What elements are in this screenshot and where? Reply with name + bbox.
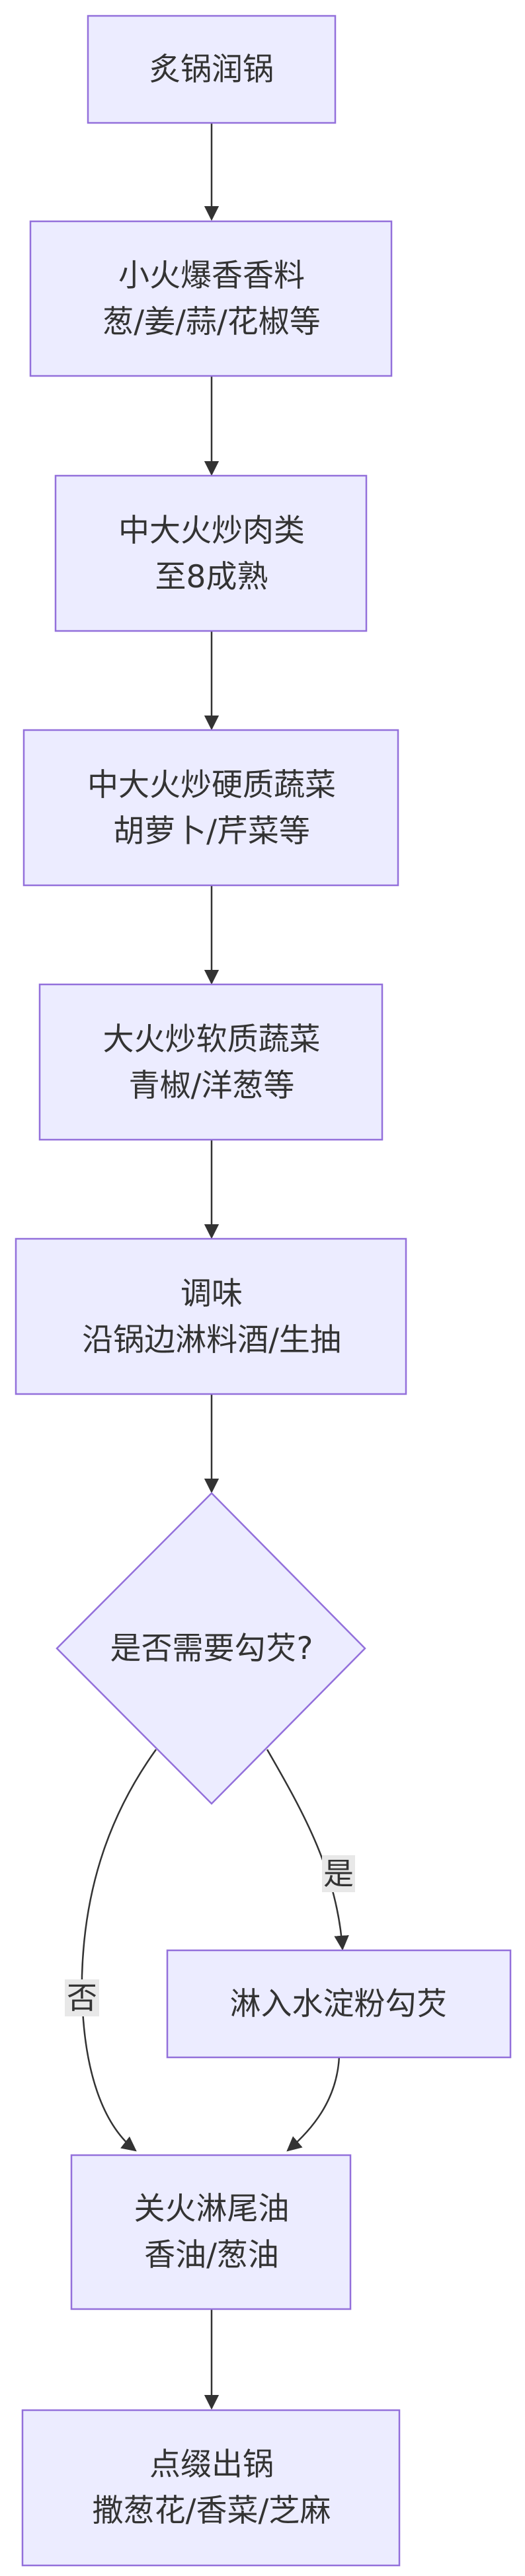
node-decision-label: 是否需要勾芡? (110, 1631, 313, 1667)
node-garnish-label-line-1: 点缀出锅 (149, 2447, 274, 2483)
edge-label-no-bg (65, 1979, 99, 2016)
node-meat-box (54, 474, 368, 632)
node-decision: 是否需要勾芡? (56, 1492, 366, 1805)
node-finish-oil-label: 关火淋尾油香油/葱油 (134, 2191, 290, 2273)
node-heat-pan: 炙锅润锅 (87, 15, 337, 124)
node-garnish-label-line-2: 撒葱花/香菜/芝麻 (93, 2493, 331, 2529)
node-heat-pan-label-line-1: 炙锅润锅 (149, 52, 274, 88)
node-finish-oil-label-line-1: 关火淋尾油 (134, 2191, 290, 2227)
node-hard-veg-label: 中大火炒硬质蔬菜胡萝卜/芹菜等 (87, 767, 336, 850)
node-season-label-line-2: 沿锅边淋料酒/生抽 (82, 1322, 341, 1358)
node-garnish-box (21, 2409, 401, 2567)
node-meat: 中大火炒肉类至8成熟 (54, 474, 368, 632)
node-hard-veg-label-line-2: 胡萝卜/芹菜等 (113, 813, 310, 850)
node-meat-label-line-1: 中大火炒肉类 (118, 513, 305, 549)
node-aromatics-label-line-2: 葱/姜/蒜/花椒等 (102, 304, 321, 340)
node-heat-pan-box (87, 15, 337, 124)
node-season-label: 调味沿锅边淋料酒/生抽 (82, 1276, 341, 1358)
node-aromatics-label-line-1: 小火爆香香料 (118, 258, 305, 294)
node-aromatics-label: 小火爆香香料葱/姜/蒜/花椒等 (102, 258, 321, 340)
node-hard-veg-box (22, 729, 399, 887)
node-garnish-label: 点缀出锅撒葱花/香菜/芝麻 (93, 2447, 331, 2529)
node-thicken-label: 淋入水淀粉勾芡 (230, 1986, 448, 2022)
edge-thicken-to-finish-oil (286, 2055, 341, 2152)
edge-decision-to-thicken (266, 1749, 349, 1951)
node-aromatics-box (29, 220, 393, 377)
node-meat-label: 中大火炒肉类至8成熟 (118, 513, 305, 595)
edge-label-no-text: 否 (67, 1980, 97, 2016)
node-thicken: 淋入水淀粉勾芡 (166, 1949, 512, 2059)
node-finish-oil-label-line-2: 香油/葱油 (144, 2237, 279, 2273)
node-heat-pan-label: 炙锅润锅 (149, 52, 274, 88)
node-decision-label-line-1: 是否需要勾芡? (110, 1631, 313, 1667)
node-soft-veg-label: 大火炒软质蔬菜青椒/洋葱等 (103, 1021, 321, 1104)
edge-label-no: 否 (65, 1979, 99, 2016)
node-meat-label-line-2: 至8成熟 (155, 559, 268, 595)
edge-label-yes: 是 (322, 1855, 355, 1892)
edge-label-yes-bg (322, 1855, 355, 1892)
node-finish-oil: 关火淋尾油香油/葱油 (70, 2154, 352, 2310)
node-hard-veg: 中大火炒硬质蔬菜胡萝卜/芹菜等 (22, 729, 399, 887)
edge-label-yes-text: 是 (323, 1856, 354, 1892)
node-soft-veg-label-line-2: 青椒/洋葱等 (129, 1068, 295, 1104)
node-hard-veg-label-line-1: 中大火炒硬质蔬菜 (87, 767, 336, 803)
node-aromatics: 小火爆香香料葱/姜/蒜/花椒等 (29, 220, 393, 377)
node-soft-veg-box (38, 983, 384, 1141)
node-garnish: 点缀出锅撒葱花/香菜/芝麻 (21, 2409, 401, 2567)
node-season-box (15, 1237, 407, 1395)
node-decision-diamond (56, 1492, 366, 1805)
edge-decision-to-finish-oil (81, 1749, 157, 2152)
node-finish-oil-box (70, 2154, 352, 2310)
node-soft-veg-label-line-1: 大火炒软质蔬菜 (103, 1021, 321, 1058)
node-thicken-label-line-1: 淋入水淀粉勾芡 (230, 1986, 448, 2022)
node-soft-veg: 大火炒软质蔬菜青椒/洋葱等 (38, 983, 384, 1141)
node-thicken-box (166, 1949, 512, 2059)
node-season-label-line-1: 调味 (181, 1276, 243, 1312)
node-season: 调味沿锅边淋料酒/生抽 (15, 1237, 407, 1395)
